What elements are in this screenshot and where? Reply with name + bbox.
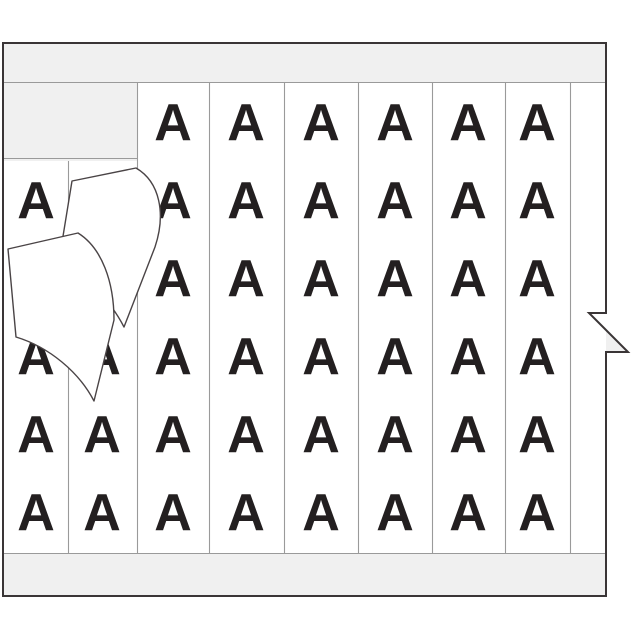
label-letter: A bbox=[518, 484, 556, 542]
label-letter: A bbox=[376, 328, 414, 386]
label-letter: A bbox=[227, 328, 265, 386]
label-letter: A bbox=[518, 94, 556, 152]
label-columns bbox=[3, 82, 606, 553]
printed-letters: A A A A A A A A A A A A A A A A A A A A … bbox=[17, 94, 556, 542]
label-letter: A bbox=[83, 484, 121, 542]
label-column-8[interactable] bbox=[505, 82, 570, 553]
label-letter: A bbox=[449, 484, 487, 542]
label-letter: A bbox=[302, 172, 340, 230]
label-letter: A bbox=[154, 94, 192, 152]
peeled-label-lower[interactable] bbox=[7, 232, 115, 402]
label-letter: A bbox=[227, 484, 265, 542]
label-letter: A bbox=[227, 250, 265, 308]
label-letter: A bbox=[518, 406, 556, 464]
label-letter: A bbox=[154, 484, 192, 542]
label-letter: A bbox=[376, 94, 414, 152]
label-letter: A bbox=[376, 172, 414, 230]
peeled-labels-group bbox=[7, 167, 161, 402]
label-letter: A bbox=[518, 250, 556, 308]
label-letter: A bbox=[154, 328, 192, 386]
backing-sheet-outline bbox=[2, 42, 631, 597]
label-letter: A bbox=[302, 328, 340, 386]
label-letter: A bbox=[154, 250, 192, 308]
label-letter: A bbox=[449, 406, 487, 464]
label-letter: A bbox=[17, 172, 55, 230]
column-separators bbox=[3, 81, 606, 555]
label-column-3[interactable] bbox=[137, 82, 209, 553]
label-letter: A bbox=[302, 406, 340, 464]
label-letter: A bbox=[376, 484, 414, 542]
label-column-4[interactable] bbox=[209, 82, 284, 553]
label-letter: A bbox=[449, 172, 487, 230]
label-letter: A bbox=[376, 406, 414, 464]
label-letter: A bbox=[449, 250, 487, 308]
label-column-5[interactable] bbox=[284, 82, 358, 553]
label-column-6[interactable] bbox=[358, 82, 432, 553]
label-letter: A bbox=[83, 406, 121, 464]
label-letter: A bbox=[17, 406, 55, 464]
label-letter: A bbox=[376, 250, 414, 308]
label-letter: A bbox=[154, 406, 192, 464]
label-letter: A bbox=[302, 484, 340, 542]
label-letter: A bbox=[302, 250, 340, 308]
label-letter: A bbox=[17, 484, 55, 542]
label-letter: A bbox=[227, 172, 265, 230]
label-column-7[interactable] bbox=[432, 82, 505, 553]
label-letter: A bbox=[302, 94, 340, 152]
label-letter: A bbox=[518, 172, 556, 230]
label-letter: A bbox=[227, 94, 265, 152]
label-letter: A bbox=[227, 406, 265, 464]
label-margin-strip bbox=[570, 82, 606, 553]
label-letter: A bbox=[449, 328, 487, 386]
label-letter: A bbox=[518, 328, 556, 386]
label-letter: A bbox=[449, 94, 487, 152]
